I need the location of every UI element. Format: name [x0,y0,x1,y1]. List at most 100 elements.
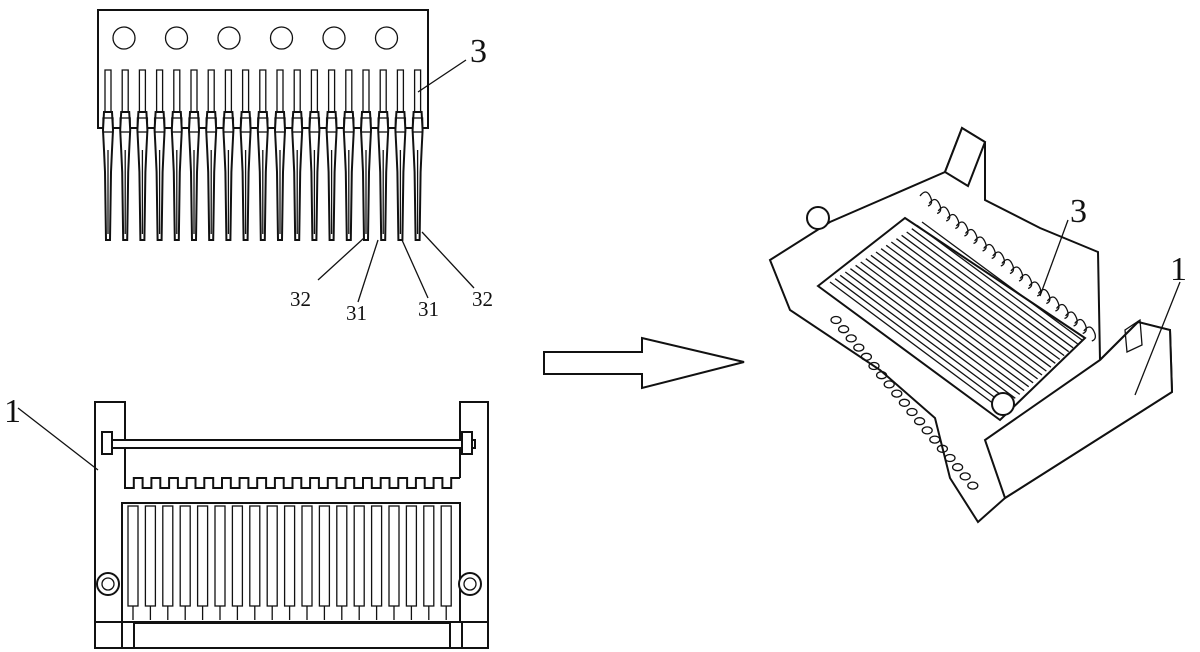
foot-right [449,621,463,649]
cavity-slot [906,231,1070,353]
boss-left [96,572,120,596]
lower-pin [860,352,873,361]
leader-1-assembled [1134,281,1181,396]
lower-pin [853,343,865,352]
cavity-slot [839,274,1012,403]
spring-contact [1019,273,1033,290]
assembled-connector [768,126,1174,524]
housing-front-view [94,401,489,649]
carrier-band [97,9,429,129]
cavity-slot [850,268,1021,395]
label-1-assembled: 1 [1170,251,1187,288]
terminal-pin [239,69,252,241]
housing-slots [127,505,452,620]
right-arrow [543,336,745,390]
spring-contact [964,228,978,245]
spring-contact [928,198,942,215]
housing-rod [104,439,476,449]
boss-left-inner [101,577,115,591]
spring-contact [919,191,933,207]
spring-contact [1055,303,1069,320]
leader-3-assembled [1039,219,1069,297]
spring-contact [983,243,996,260]
leader-32-left [317,237,365,281]
lower-pin [921,426,933,435]
leader-32-right [421,231,475,289]
latch-top [943,126,987,188]
label-31-right: 31 [418,297,439,321]
cavity-slot [834,278,1007,407]
terminal-pins [101,69,424,241]
terminal-pin [359,69,373,241]
cavity-slot [911,228,1074,349]
carrier-hole [374,26,399,50]
housing-teeth [124,477,460,489]
cavity-slot [860,261,1030,388]
spring-contact [1046,296,1060,312]
terminal-pin [411,69,424,241]
label-3-strip: 3 [470,33,487,70]
lower-pin [868,361,880,371]
spring-contact [1083,326,1097,342]
cavity-slot [870,254,1038,380]
cavity-slot [855,264,1025,392]
leader-31-right [401,239,429,299]
cavity-slot [880,248,1047,372]
carrier-hole [164,26,189,50]
label-1-housing: 1 [4,393,21,430]
lower-pin [959,472,971,481]
terminal-pin [377,69,390,241]
cavity-slots [829,221,1083,411]
rod-end-left [101,431,113,455]
carrier-hole [217,26,241,50]
spring-contact [1074,318,1087,335]
cavity-slot [829,281,1003,411]
terminal-pin [222,69,235,241]
leader-31-left [357,239,379,303]
spring-contact [1010,266,1024,282]
leader-3-top [417,59,467,93]
cavity-slot [844,271,1016,399]
lower-pin [845,334,857,343]
lower-pin [891,389,903,398]
lower-pin [951,463,964,472]
spring-contact [955,221,969,237]
carrier-hole [112,26,136,50]
terminal-pin [153,69,166,241]
terminal-pin [256,69,269,241]
lower-pin [944,453,956,463]
label-32-right: 32 [472,287,493,311]
latch-right [1124,318,1143,353]
carrier-hole [269,26,294,50]
cavity-slot [916,224,1078,345]
cavity-slot [875,251,1043,376]
terminal-pin [291,69,304,241]
lower-pin [929,435,941,444]
spring-contact [946,213,960,230]
terminal-pin [205,69,218,241]
boss-bottom [991,392,1015,416]
lower-pin [875,371,888,380]
leader-1-housing [17,407,99,471]
terminal-pin [119,69,132,241]
slot-block [121,502,461,624]
label-3-assembled: 3 [1070,193,1087,230]
cavity-slot [901,234,1065,357]
spring-contact [1028,281,1042,297]
cavity-slot [885,244,1052,368]
lower-pin [967,481,979,490]
terminal-pin [170,69,183,241]
lower-pin [906,407,918,417]
terminal-pin [136,69,149,241]
label-31-left: 31 [346,301,367,325]
lower-pin [830,315,842,325]
terminal-pin [101,69,115,241]
spring-contact [1001,258,1015,275]
lower-pin [913,417,926,426]
terminal-pin [187,69,201,241]
terminal-pin [325,69,338,241]
carrier-hole [322,26,346,50]
cavity-slot [896,238,1061,360]
